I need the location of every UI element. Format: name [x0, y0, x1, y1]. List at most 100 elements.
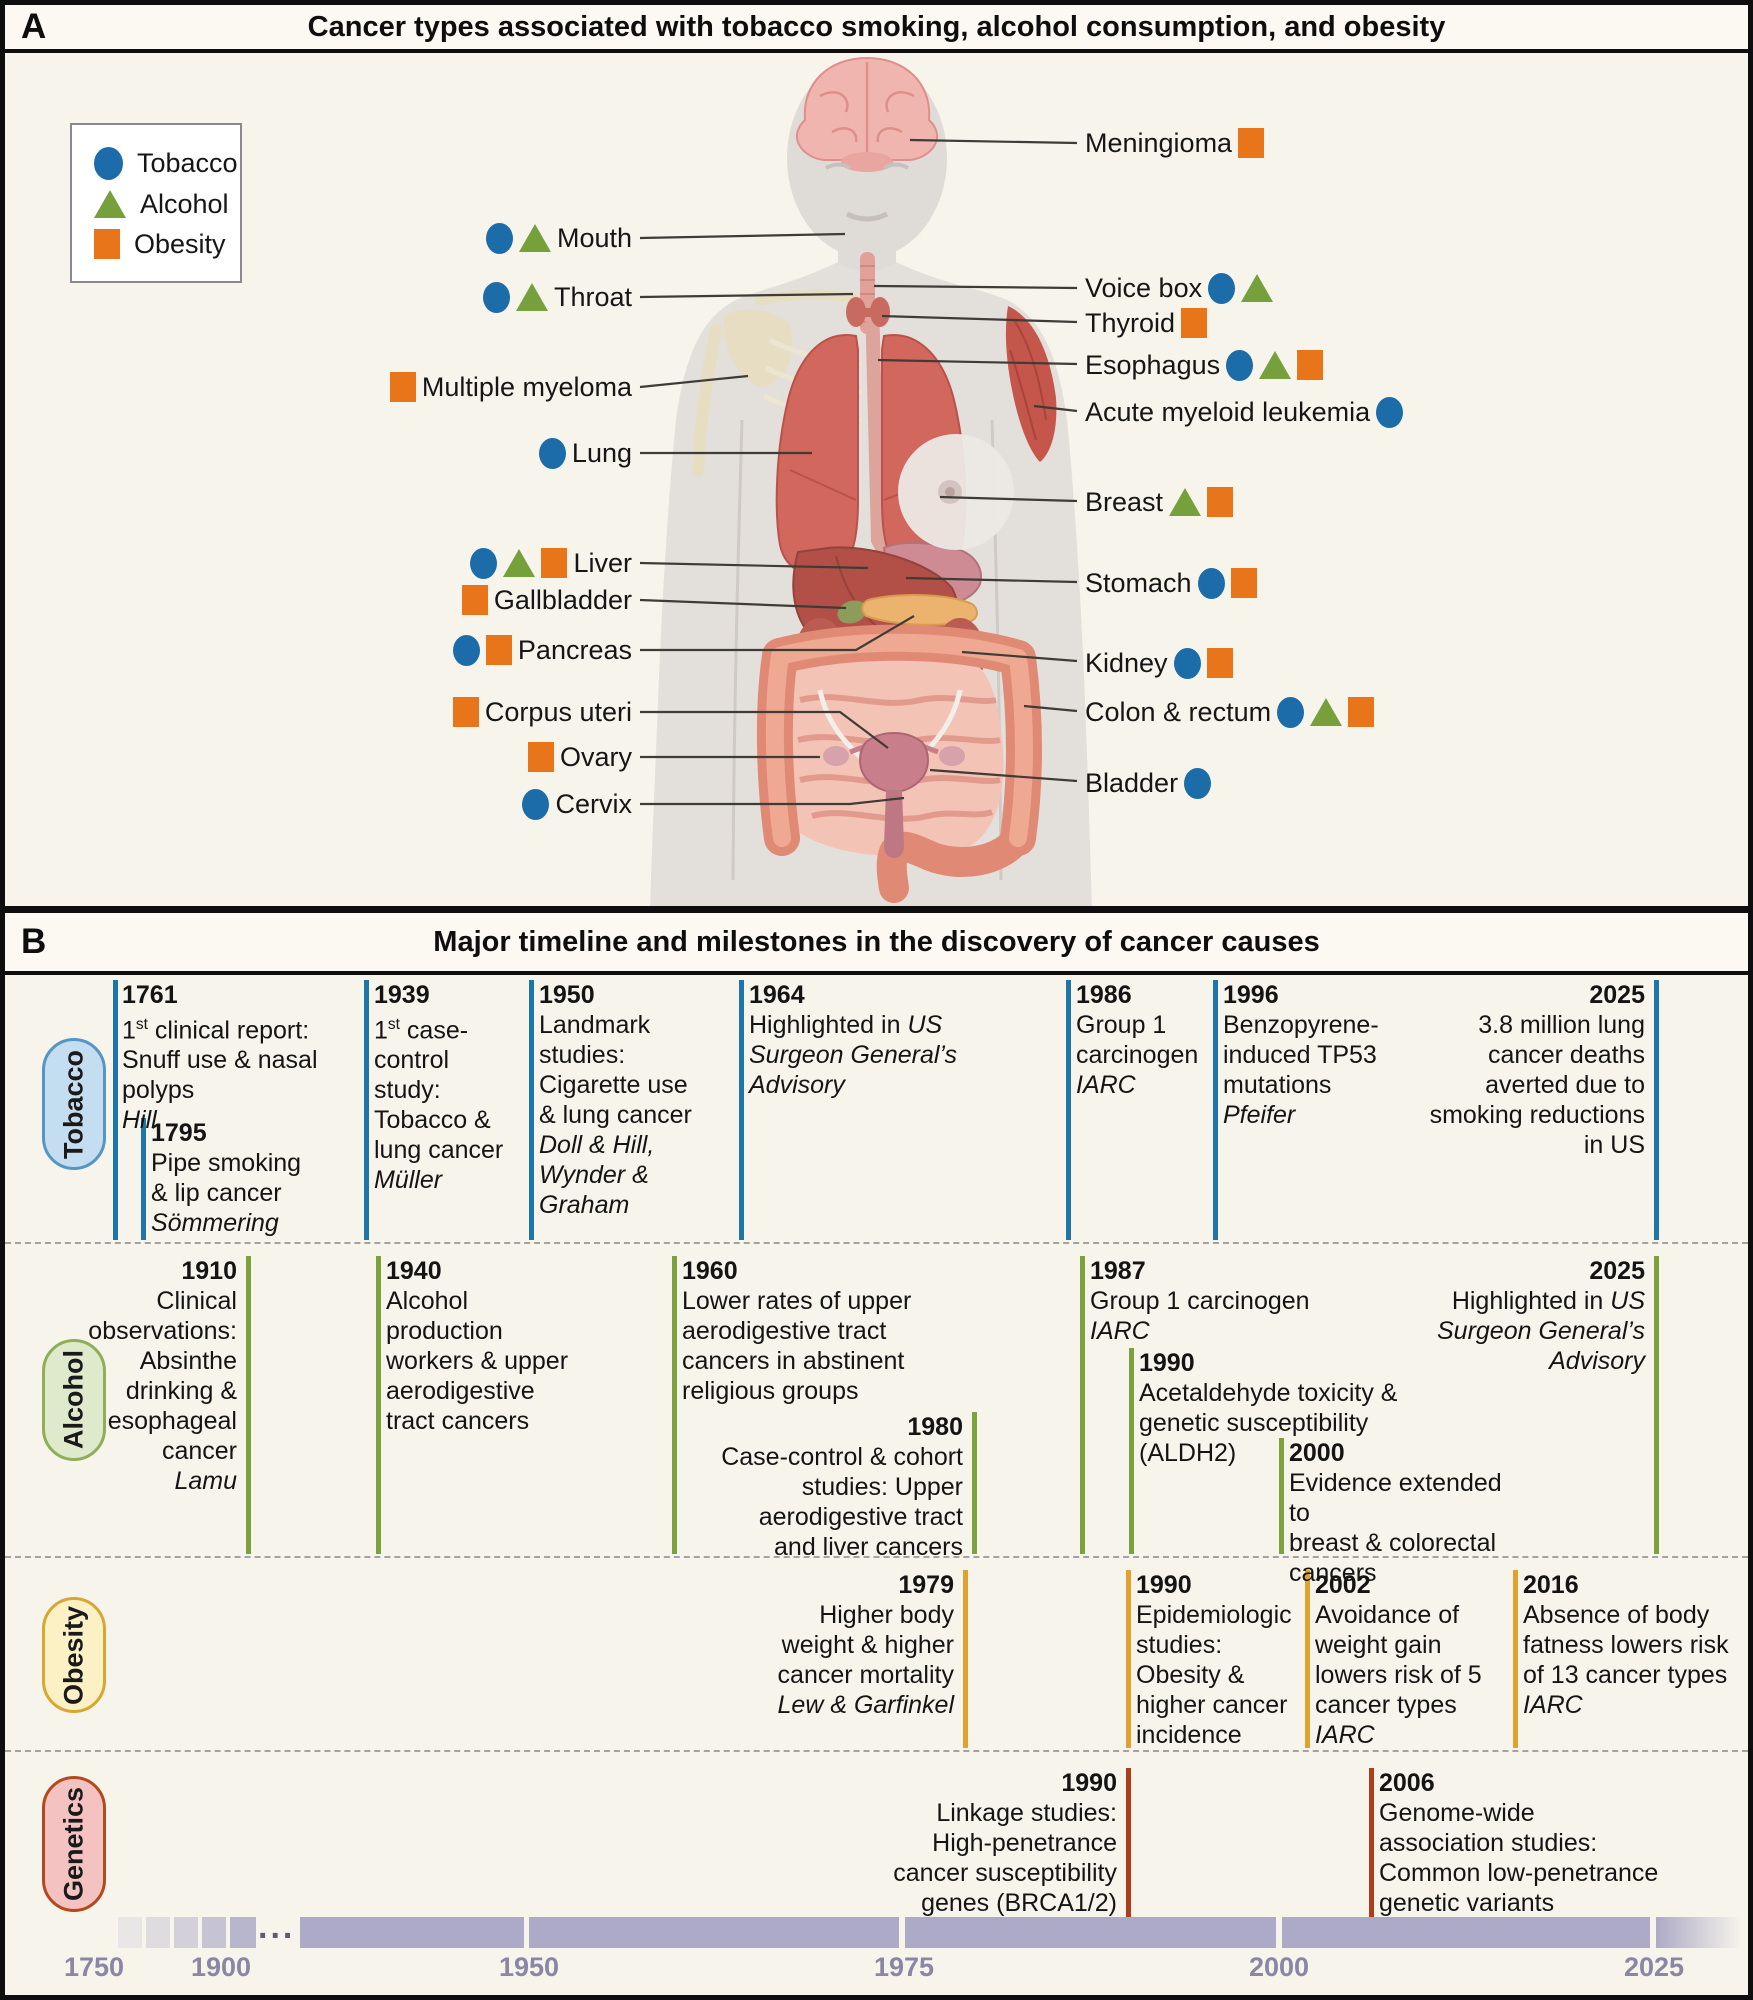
tobacco-marker-icon: [94, 146, 123, 180]
leader-line-gallbladder: [639, 598, 847, 610]
body-label-voice-box: Voice box: [1085, 268, 1274, 308]
timeline-bar-tobacco-1761: [113, 980, 118, 1240]
obesity-marker-icon: [94, 229, 120, 259]
tobacco-marker-icon: [1226, 349, 1254, 381]
body-label-text: Bladder: [1085, 767, 1179, 798]
body-label-acute-myeloid-leukemia: Acute myeloid leukemia: [1085, 392, 1404, 432]
body-label-text: Acute myeloid leukemia: [1085, 396, 1371, 427]
body-label-text: Thyroid: [1085, 307, 1176, 338]
body-label-text: Ovary: [559, 741, 632, 772]
body-label-lung: Lung: [538, 433, 632, 473]
timeline-bar-tobacco-1950: [529, 980, 534, 1240]
body-label-text: Voice box: [1085, 272, 1203, 303]
alcohol-marker-icon: [503, 549, 536, 577]
legend-label-obesity: Obesity: [134, 228, 226, 259]
obesity-marker-icon: [461, 585, 488, 615]
leader-line-multiple-myeloma: [639, 374, 749, 389]
alcohol-marker-icon: [1310, 698, 1343, 726]
body-label-throat: Throat: [482, 277, 632, 317]
body-label-kidney: Kidney: [1085, 643, 1233, 683]
body-label-text: Kidney: [1085, 647, 1168, 678]
body-label-text: Throat: [553, 281, 632, 312]
axis-bar-segment-3: [1282, 1917, 1650, 1948]
timeline-bar-alcohol-1990: [1129, 1348, 1134, 1554]
body-label-text: Mouth: [556, 222, 632, 253]
timeline-bar-tobacco-1939: [364, 980, 369, 1240]
axis-tick-1900: 1900: [190, 1952, 252, 1982]
timeline-bar-tobacco-1986: [1066, 980, 1071, 1240]
obesity-marker-icon: [1207, 487, 1234, 517]
thyroid-graphic: [846, 297, 890, 327]
leader-line-stomach: [905, 576, 1078, 584]
axis-tick-1975: 1975: [873, 1952, 935, 1982]
obesity-marker-icon: [452, 697, 479, 727]
leader-line-pancreas: [640, 615, 915, 652]
row-separator-2: [5, 1750, 1748, 1752]
axis-bar-segment-2: [905, 1917, 1276, 1948]
body-label-multiple-myeloma: Multiple myeloma: [389, 367, 632, 407]
body-label-text: Stomach: [1085, 567, 1192, 598]
leader-line-meningioma: [909, 138, 1078, 145]
row-separator-0: [5, 1242, 1748, 1244]
tobacco-marker-icon: [1173, 647, 1201, 679]
leader-line-corpus-uteri: [640, 710, 889, 749]
row-separator-1: [5, 1556, 1748, 1558]
body-label-pancreas: Pancreas: [452, 630, 632, 670]
tobacco-marker-icon: [538, 437, 566, 469]
panel-b-title: Major timeline and milestones in the dis…: [433, 925, 1320, 958]
obesity-marker-icon: [485, 635, 512, 665]
body-label-text: Gallbladder: [493, 584, 632, 615]
timeline-bar-genetics-1990: [1126, 1768, 1131, 1917]
obesity-marker-icon: [1181, 308, 1208, 338]
tobacco-marker-icon: [452, 634, 480, 666]
timeline-bar-tobacco-1964: [739, 980, 744, 1240]
legend-item-obesity: Obesity: [94, 229, 240, 260]
leader-line-throat: [639, 292, 854, 299]
axis-fade-block-0: [118, 1917, 142, 1948]
timeline-bar-alcohol-1940: [376, 1256, 381, 1554]
leader-line-thyroid: [881, 314, 1078, 324]
alcohol-marker-icon: [1169, 488, 1202, 516]
leader-line-colon-rectum: [1023, 704, 1078, 713]
tobacco-marker-icon: [1197, 567, 1225, 599]
leader-line-breast: [939, 495, 1078, 503]
panel-a-header: A Cancer types associated with tobacco s…: [5, 5, 1748, 53]
timeline-bar-genetics-2006: [1369, 1768, 1374, 1917]
axis-tick-2000: 2000: [1248, 1952, 1310, 1982]
body-label-colon-rectum: Colon & rectum: [1085, 692, 1375, 732]
alcohol-marker-icon: [515, 283, 548, 311]
tobacco-marker-icon: [522, 788, 550, 820]
obesity-marker-icon: [1230, 568, 1257, 598]
legend-item-alcohol: Alcohol: [94, 189, 240, 220]
leader-line-voice-box: [873, 284, 1078, 290]
axis-bar-segment-1: [529, 1917, 899, 1948]
leader-line-esophagus: [877, 358, 1078, 366]
leader-line-bladder: [929, 768, 1078, 783]
timeline-bar-alcohol-1910: [246, 1256, 251, 1554]
axis-bar-segment-0: [300, 1917, 524, 1948]
row-pill-genetics: Genetics: [42, 1776, 106, 1912]
timeline-bar-obesity-1979: [963, 1570, 968, 1748]
timeline-bar-tobacco-1996: [1213, 980, 1218, 1240]
alcohol-marker-icon: [518, 224, 551, 252]
timeline-bar-alcohol-2000: [1279, 1438, 1284, 1554]
body-label-cervix: Cervix: [522, 784, 632, 824]
body-label-ovary: Ovary: [527, 737, 632, 777]
